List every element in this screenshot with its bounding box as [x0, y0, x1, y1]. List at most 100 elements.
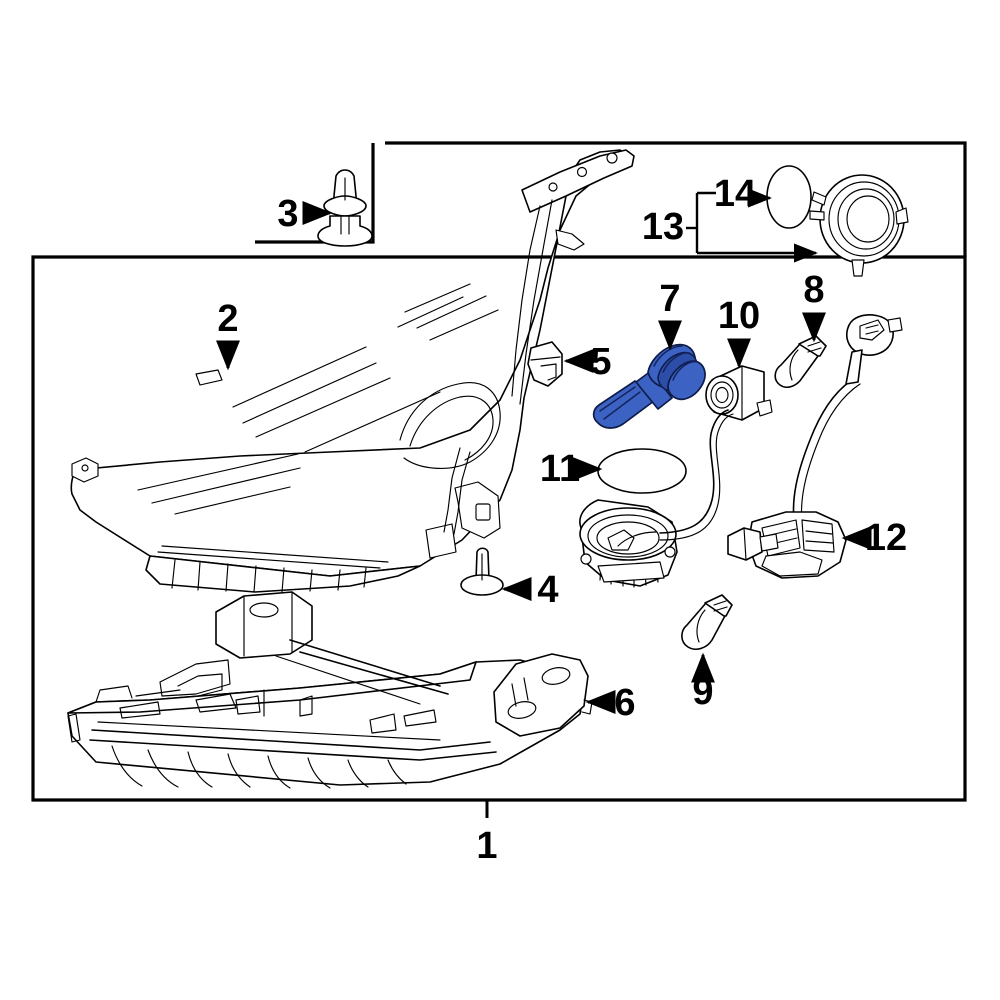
harness-wire-2	[792, 379, 853, 528]
wire-harness-leads	[659, 379, 861, 541]
ballast-wire-stub	[617, 531, 657, 547]
callout-label-12: 12	[865, 517, 907, 559]
harness-wire-1b	[659, 413, 734, 541]
ballast-inner-tab	[607, 529, 635, 551]
lamp-socket-connector[interactable]	[845, 314, 903, 385]
gasket-seal-oval	[597, 448, 687, 494]
lower-bracket-rib-3	[275, 655, 421, 705]
signal-bulb-base-slot	[807, 341, 822, 353]
lower-bracket-rail-1	[91, 729, 491, 751]
lower-bracket-left-arm-2	[135, 689, 181, 697]
ballast-mount-hole-l	[580, 553, 592, 565]
callout-label-4: 4	[537, 569, 558, 611]
lower-bracket-struct-9	[403, 709, 437, 727]
callout-label-7: 7	[659, 278, 680, 320]
cap-seal-oval[interactable]	[766, 165, 812, 229]
bulb-tube-highlight	[603, 391, 641, 420]
headlight-bulb-highlighted[interactable]	[592, 343, 706, 429]
socket-connector-tab	[887, 317, 903, 333]
lens-body-ridge-2	[519, 199, 553, 405]
arm-hole-1	[606, 152, 618, 164]
upper-right-box	[385, 141, 967, 257]
gasket-seal[interactable]	[597, 448, 687, 494]
lens-bracket-stem-2	[453, 451, 471, 535]
harness-wire-2b	[800, 383, 861, 531]
bulb-base-flange	[667, 360, 706, 401]
socket-connector-slot	[865, 324, 879, 335]
lens-bracket-stem	[443, 447, 461, 533]
lower-bracket-pylon-edge	[243, 591, 293, 657]
lens-inner-curve-2	[409, 395, 494, 461]
callout-label-10: 10	[718, 295, 760, 337]
lower-bracket-pad-hole-2	[507, 701, 537, 719]
lower-bracket-rail-3	[97, 721, 441, 741]
callout-label-13: 13	[642, 206, 684, 248]
lens-right-bracket-hole	[475, 503, 491, 521]
signal-bulb[interactable]	[774, 335, 827, 388]
callout-label-2: 2	[217, 298, 238, 340]
control-module-ring-inner	[715, 386, 729, 404]
lamp-socket-ballast[interactable]	[579, 499, 678, 588]
rivet-pin[interactable]	[460, 547, 504, 596]
lower-bracket-pad-line-2	[523, 677, 529, 701]
lens-base-rail	[157, 551, 381, 569]
socket-cap-lug-left-2	[809, 210, 825, 221]
bulb-neck	[635, 370, 673, 410]
wire-harness-connector[interactable]	[727, 511, 847, 579]
harness-plug-edge	[743, 527, 747, 561]
cap-seal-body	[766, 165, 812, 229]
lower-bracket-struct-5	[235, 695, 261, 715]
callout-labels: 1 2 3 4 5 6 7 8 9 10 11 12 13 14	[217, 173, 907, 867]
harness-plug-neck	[759, 533, 779, 552]
marker-bulb-glass	[681, 602, 727, 650]
harness-connector-rib-4	[805, 540, 834, 544]
push-pin-base	[317, 215, 373, 247]
lens-base-fins	[171, 559, 367, 593]
push-pin-collar	[323, 195, 367, 217]
arm-hole-3	[548, 182, 558, 192]
bracket-wedge[interactable]	[527, 341, 563, 387]
bracket-wedge-body	[527, 341, 563, 387]
bulb-tube-highlight-2	[599, 386, 636, 412]
bracket-wedge-slot	[540, 363, 557, 381]
lens-side-tab	[555, 229, 585, 251]
callout-label-6: 6	[614, 682, 635, 724]
lower-bracket-pylon	[215, 591, 313, 659]
push-pin-clip[interactable]	[317, 169, 373, 247]
callout-label-14: 14	[714, 173, 756, 215]
callout-label-9: 9	[692, 671, 713, 713]
bracket-wedge-fold	[530, 356, 561, 361]
lower-bracket-struct-8	[369, 713, 397, 734]
lens-base-rail-2	[161, 545, 389, 563]
lens-right-bracket-foot	[425, 523, 457, 559]
socket-cap-assembly[interactable]	[809, 174, 909, 277]
callout-label-1: 1	[476, 825, 497, 867]
socket-cap-ring-3	[846, 195, 890, 243]
lower-bracket[interactable]	[67, 591, 593, 789]
lens-inner-curve	[399, 382, 501, 469]
marker-bulb[interactable]	[681, 594, 733, 650]
headlamp-lens-housing[interactable]	[70, 149, 635, 593]
harness-connector-face-2	[801, 519, 835, 553]
callout-label-11: 11	[540, 448, 580, 490]
lens-body-ridge-1	[511, 205, 541, 397]
clip-detail-box	[255, 143, 375, 244]
control-module[interactable]	[705, 365, 773, 421]
lower-bracket-left-arm	[95, 685, 133, 703]
harness-connector-rib-3	[805, 530, 833, 535]
signal-bulb-glass	[774, 343, 819, 388]
lower-bracket-struct-3	[195, 693, 237, 713]
lower-bracket-rib-1	[289, 639, 441, 687]
marker-bulb-base	[704, 594, 733, 617]
marker-bulb-edge	[696, 609, 706, 643]
bulb-ring-detail-3	[672, 360, 699, 381]
leader-lines	[216, 188, 872, 818]
socket-cap-lug-right	[895, 207, 909, 225]
lens-reflection-lines	[137, 283, 499, 515]
lower-bracket-rib-2	[299, 651, 449, 695]
socket-connector-stem	[845, 349, 863, 385]
callout-label-3: 3	[277, 193, 298, 235]
lower-bracket-struct-7	[299, 695, 313, 717]
